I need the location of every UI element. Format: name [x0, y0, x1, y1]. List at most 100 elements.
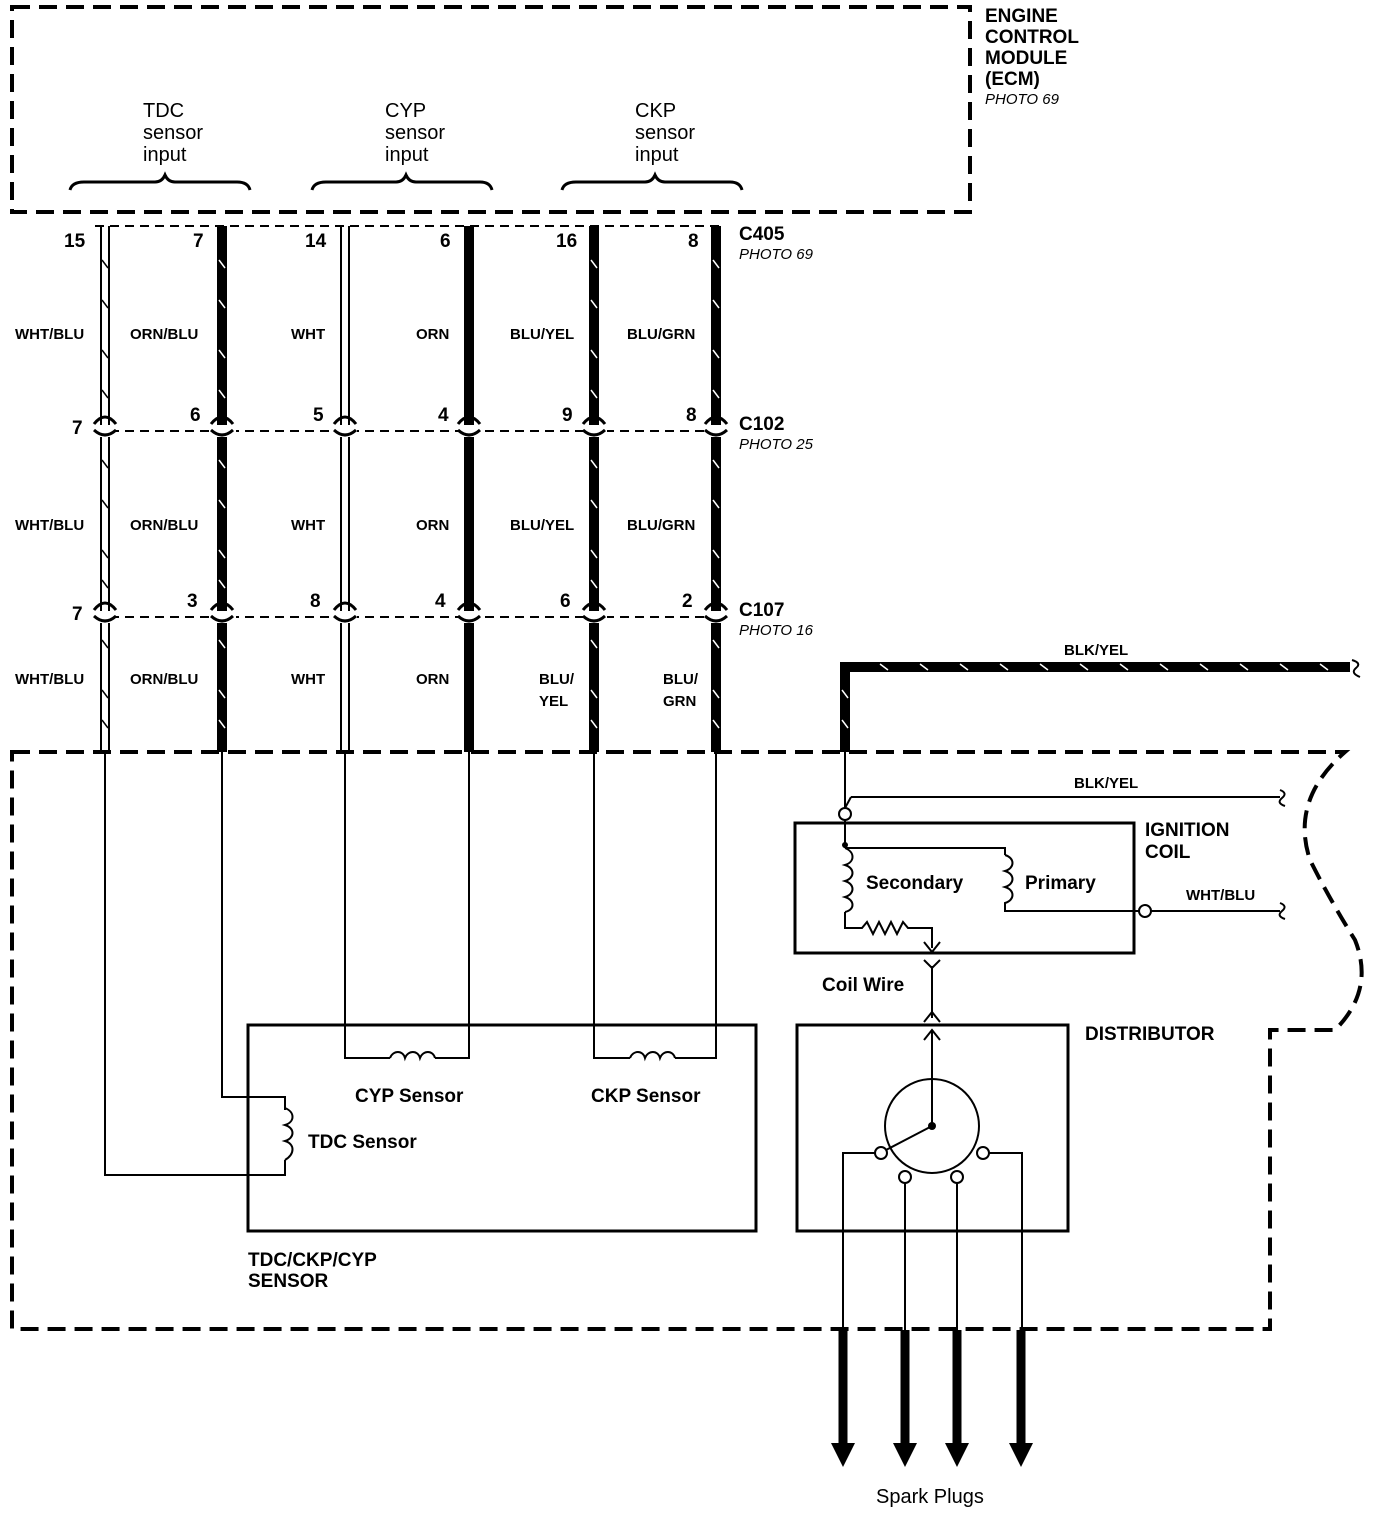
pins-c102: 7 6 5 4 9 8	[72, 405, 697, 439]
svg-text:PHOTO 69: PHOTO 69	[739, 246, 814, 263]
svg-text:ORN: ORN	[416, 671, 449, 688]
distributor: DISTRIBUTOR	[795, 1023, 1215, 1330]
svg-text:6: 6	[440, 231, 451, 252]
svg-text:input: input	[385, 144, 429, 166]
cyp-sensor-label: CYP Sensor	[355, 1086, 464, 1107]
ignition-coil-title-2: COIL	[1145, 842, 1191, 863]
svg-text:SENSOR: SENSOR	[248, 1271, 329, 1292]
svg-text:5: 5	[313, 405, 324, 426]
power-wire-blk-yel: BLK/YEL	[840, 642, 1361, 752]
svg-text:sensor: sensor	[385, 122, 445, 144]
sensor-assembly-box	[246, 1023, 758, 1233]
svg-text:8: 8	[688, 231, 699, 252]
wire-wht	[340, 226, 350, 752]
svg-text:7: 7	[193, 231, 204, 252]
wire-color-row-1: WHT/BLU ORN/BLU WHT ORN BLU/YEL BLU/GRN	[15, 326, 695, 343]
svg-text:4: 4	[435, 591, 446, 612]
ckp-sensor-label: CKP Sensor	[591, 1086, 701, 1107]
svg-text:C102: C102	[739, 414, 784, 435]
svg-text:input: input	[635, 144, 679, 166]
wire-orn-blu	[217, 226, 227, 752]
wire-color-row-2: WHT/BLU ORN/BLU WHT ORN BLU/YEL BLU/GRN	[15, 517, 695, 534]
svg-text:BLU/GRN: BLU/GRN	[627, 517, 695, 534]
distributor-box	[795, 1023, 1070, 1233]
svg-text:PHOTO 25: PHOTO 25	[739, 436, 814, 453]
svg-text:2: 2	[682, 591, 693, 612]
spark-plug-leads: Spark Plugs	[831, 1330, 1033, 1508]
svg-text:7: 7	[72, 604, 83, 625]
svg-text:BLK/YEL: BLK/YEL	[1074, 775, 1138, 792]
svg-text:8: 8	[310, 591, 321, 612]
ignition-coil-box	[793, 821, 1136, 955]
svg-text:BLK/YEL: BLK/YEL	[1064, 642, 1128, 659]
group-tdc-input: TDC sensor input	[68, 100, 252, 191]
connector-forks	[92, 415, 729, 623]
svg-text:WHT/BLU: WHT/BLU	[15, 326, 84, 343]
rotor	[885, 1125, 933, 1151]
pins-c405: 15 7 14 6 16 8	[64, 231, 699, 252]
svg-text:TDC/CKP/CYP: TDC/CKP/CYP	[248, 1250, 377, 1271]
spark-plugs-label: Spark Plugs	[876, 1486, 984, 1508]
svg-text:WHT: WHT	[291, 671, 325, 688]
svg-text:WHT: WHT	[291, 517, 325, 534]
blu-grn-split-label: BLU/GRN	[663, 671, 699, 710]
svg-text:WHT/BLU: WHT/BLU	[1186, 887, 1255, 904]
engine-enclosure	[10, 750, 1364, 1331]
svg-text:6: 6	[190, 405, 201, 426]
svg-text:14: 14	[305, 231, 327, 252]
coil-wire: Coil Wire	[822, 941, 941, 1023]
group-ckp-input: CKP sensor input	[560, 100, 744, 191]
svg-text:PHOTO 16: PHOTO 16	[739, 622, 814, 639]
svg-text:ORN: ORN	[416, 517, 449, 534]
coil-wire-label: Coil Wire	[822, 975, 904, 996]
svg-text:7: 7	[72, 418, 83, 439]
pins-c107: 7 3 8 4 6 2	[72, 591, 693, 625]
svg-text:C107: C107	[739, 600, 784, 621]
distributor-cap	[884, 1078, 980, 1174]
svg-text:CYP: CYP	[385, 100, 426, 122]
ecm-photo-ref: PHOTO 69	[985, 91, 1060, 108]
ignition-coil: BLK/YEL WHT/BLU Secondary Primary IGNITI…	[793, 752, 1286, 955]
svg-text:TDC: TDC	[143, 100, 184, 122]
svg-text:WHT: WHT	[291, 326, 325, 343]
svg-text:WHT/BLU: WHT/BLU	[15, 671, 84, 688]
sensor-wiring	[104, 752, 717, 1176]
ecm-title-line-2: CONTROL	[985, 27, 1079, 48]
wire-blu-grn	[711, 226, 721, 752]
svg-text:ORN/BLU: ORN/BLU	[130, 671, 198, 688]
wire-blu-yel	[589, 226, 599, 752]
svg-text:9: 9	[562, 405, 573, 426]
svg-text:BLU/YEL: BLU/YEL	[510, 326, 574, 343]
blu-yel-split-label: BLU/YEL	[539, 671, 575, 710]
svg-text:8: 8	[686, 405, 697, 426]
svg-text:16: 16	[556, 231, 577, 252]
svg-text:CKP: CKP	[635, 100, 676, 122]
ecm-title-line-3: MODULE	[985, 48, 1067, 69]
ecm-box	[10, 5, 972, 214]
svg-text:C405: C405	[739, 224, 785, 245]
svg-text:ORN/BLU: ORN/BLU	[130, 326, 198, 343]
connector-c107-label: C107 PHOTO 16	[739, 600, 814, 639]
svg-text:3: 3	[187, 591, 198, 612]
wire-wht-blu	[100, 226, 110, 752]
connector-c102-label: C102 PHOTO 25	[739, 414, 814, 453]
svg-text:ORN/BLU: ORN/BLU	[130, 517, 198, 534]
sensor-assembly-title: TDC/CKP/CYP SENSOR	[248, 1250, 377, 1292]
svg-text:4: 4	[438, 405, 449, 426]
primary-winding-label: Primary	[1025, 873, 1096, 894]
ecm-title-line-4: (ECM)	[985, 69, 1040, 90]
ignition-coil-title-1: IGNITION	[1145, 820, 1229, 841]
connector-c405-label: C405 PHOTO 69	[739, 224, 814, 263]
distributor-title: DISTRIBUTOR	[1085, 1024, 1215, 1045]
svg-text:sensor: sensor	[635, 122, 695, 144]
svg-text:15: 15	[64, 231, 86, 252]
svg-text:BLU/GRN: BLU/GRN	[627, 326, 695, 343]
ecm-title: ENGINE CONTROL MODULE (ECM) PHOTO 69	[985, 6, 1079, 108]
svg-text:input: input	[143, 144, 187, 166]
svg-text:ORN: ORN	[416, 326, 449, 343]
group-cyp-input: CYP sensor input	[310, 100, 494, 191]
svg-text:sensor: sensor	[143, 122, 203, 144]
svg-text:BLU/YEL: BLU/YEL	[510, 517, 574, 534]
ecm-title-line-1: ENGINE	[985, 6, 1058, 27]
